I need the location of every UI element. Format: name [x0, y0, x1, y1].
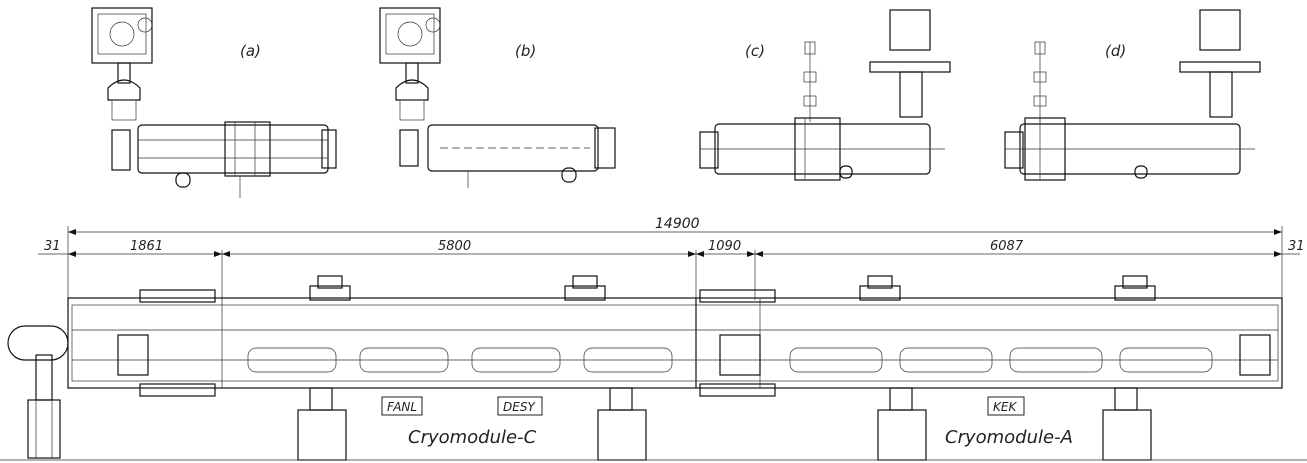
dim-seg4: 6087 — [990, 239, 1024, 254]
dim-seg2: 5800 — [438, 239, 471, 254]
dim-seg1: 1861 — [130, 239, 163, 254]
view-a — [91, 7, 337, 198]
fanl-label: FANL — [387, 400, 417, 414]
view-b-label: (b) — [515, 42, 536, 60]
dim-seg3: 1090 — [708, 239, 741, 254]
view-d-label: (d) — [1105, 42, 1126, 60]
view-a-label: (a) — [240, 42, 261, 60]
view-b — [379, 7, 616, 188]
kek-box — [987, 396, 1025, 416]
view-d — [1004, 9, 1261, 181]
cryomodule-side-view — [0, 275, 1307, 461]
dim-left-end: 31 — [44, 239, 61, 254]
dim-right-end: 31 — [1288, 239, 1305, 254]
view-c — [699, 9, 951, 181]
kek-label: KEK — [993, 400, 1017, 414]
fanl-box — [381, 396, 423, 416]
desy-box — [497, 396, 543, 416]
dim-total: 14900 — [655, 216, 700, 232]
cryomodule-c-label: Cryomodule-C — [408, 427, 537, 448]
dimension-lines — [38, 226, 1300, 300]
cryomodule-a-label: Cryomodule-A — [945, 427, 1073, 448]
desy-label: DESY — [503, 400, 536, 414]
view-c-label: (c) — [745, 42, 765, 60]
